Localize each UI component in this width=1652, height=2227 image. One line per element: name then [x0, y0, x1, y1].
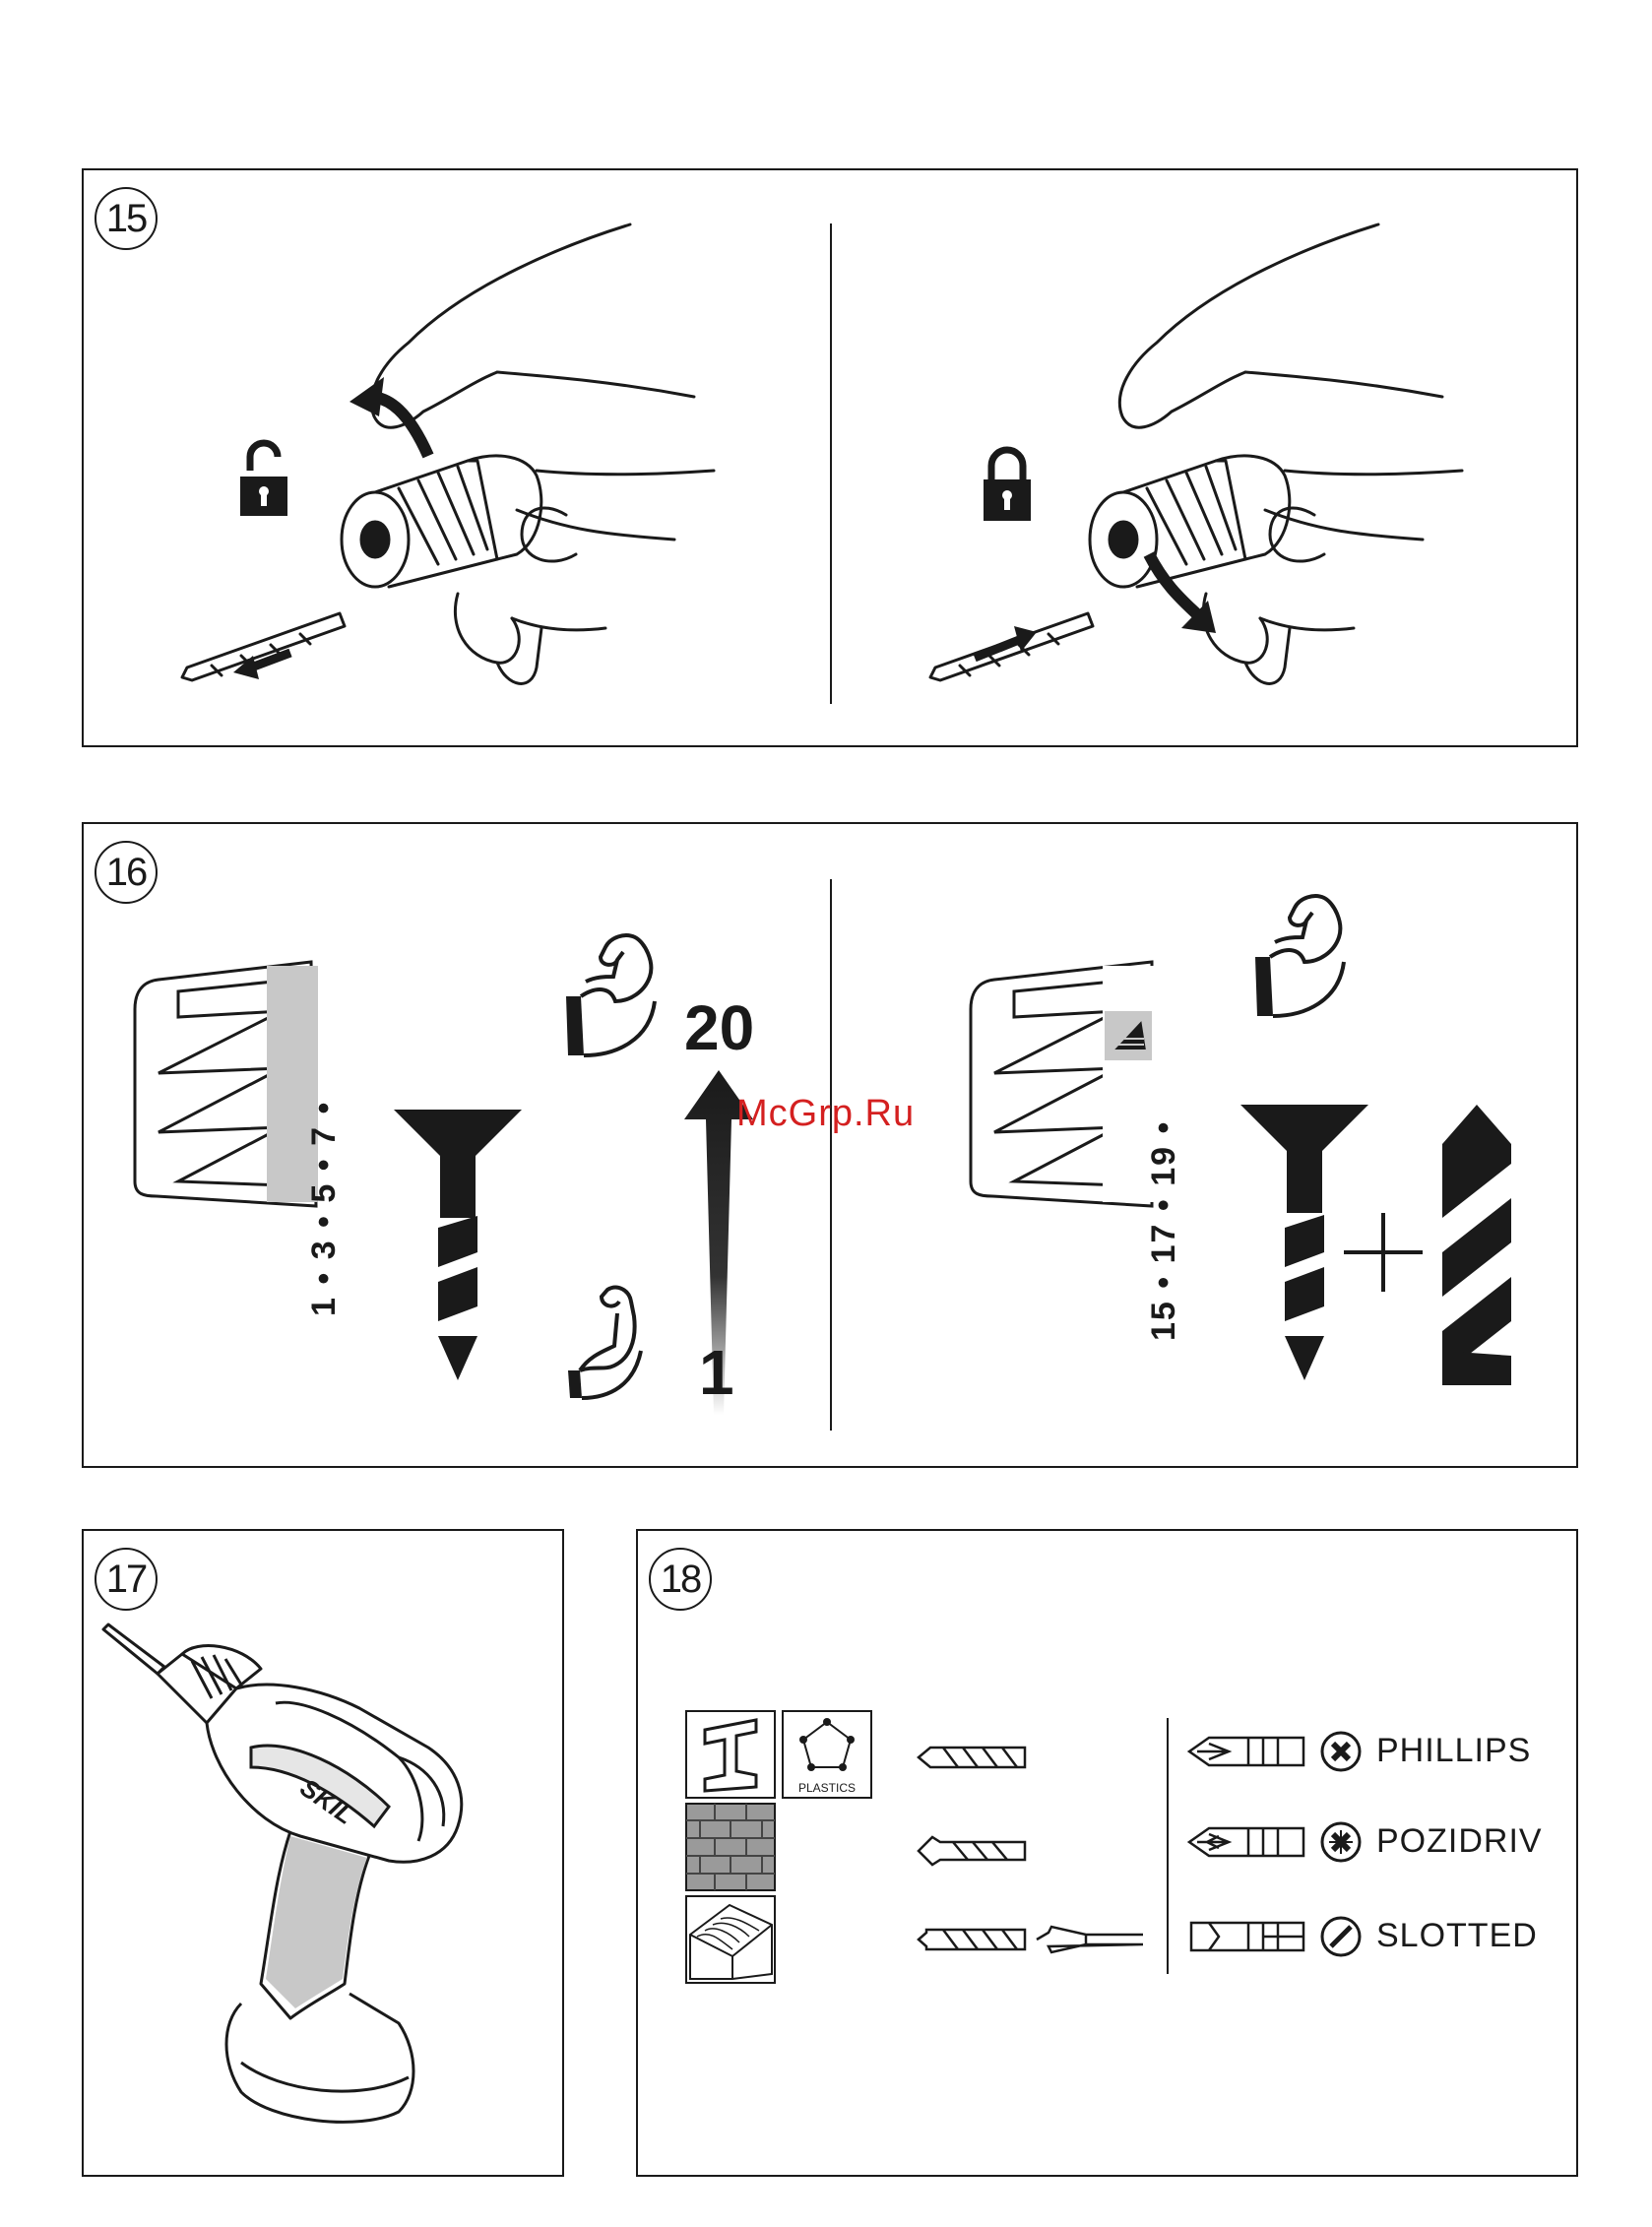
torque-min-label: 1 [699, 1341, 734, 1404]
figure-18-panel: 18 PLASTICS [636, 1529, 1578, 2177]
cordless-drill-illustration: SKIL [103, 1629, 556, 2161]
wood-drill-bit-icon [919, 1925, 1027, 1954]
figure-number-badge: 16 [95, 841, 158, 904]
metal-beam-icon [685, 1710, 776, 1799]
chuck-hand-loosen-illustration [143, 215, 832, 707]
figure-15-panel: 15 [82, 168, 1578, 747]
wood-icon [685, 1895, 776, 1984]
section-divider [1167, 1718, 1169, 1974]
chuck-hand-tighten-illustration [891, 215, 1580, 707]
phillips-label: PHILLIPS [1376, 1732, 1531, 1770]
torque-scale-low: 1 • 3 • 5 • 7 • [305, 1101, 344, 1316]
pozidriv-head-icon [1319, 1820, 1363, 1864]
weak-arm-icon [560, 1272, 659, 1400]
drill-bit-icon [1437, 1105, 1516, 1390]
screw-icon [389, 1110, 527, 1385]
spade-bit-icon [1037, 1925, 1145, 1954]
panel-divider [830, 879, 832, 1431]
strong-arm-icon [556, 923, 674, 1060]
torque-max-label: 20 [684, 996, 754, 1059]
clutch-collar-drill-setting-illustration [955, 960, 1172, 1216]
pozidriv-bit-icon [1189, 1824, 1305, 1860]
masonry-drill-bit-icon [919, 1834, 1027, 1868]
slotted-label: SLOTTED [1376, 1917, 1538, 1955]
masonry-icon [685, 1803, 776, 1891]
slotted-bit-icon [1189, 1919, 1305, 1954]
plus-icon [1344, 1213, 1423, 1292]
figure-number-badge: 17 [95, 1548, 158, 1611]
slotted-head-icon [1319, 1915, 1363, 1958]
watermark: McGrp.Ru [736, 1093, 915, 1135]
torque-scale-high: 15 • 17 • 19 • [1145, 1120, 1183, 1341]
phillips-head-icon [1319, 1730, 1363, 1773]
figure-17-panel: 17 SKIL [82, 1529, 564, 2177]
metal-drill-bit-icon [919, 1743, 1027, 1772]
clutch-collar-illustration [119, 960, 336, 1216]
figure-number-badge: 18 [649, 1548, 712, 1611]
figure-16-panel: 16 1 • 3 • 5 • 7 • 20 1 [82, 822, 1578, 1468]
strong-arm-icon [1245, 883, 1364, 1021]
phillips-bit-icon [1189, 1734, 1305, 1769]
pozidriv-label: POZIDRIV [1376, 1822, 1543, 1861]
plastics-label: PLASTICS [798, 1781, 856, 1795]
